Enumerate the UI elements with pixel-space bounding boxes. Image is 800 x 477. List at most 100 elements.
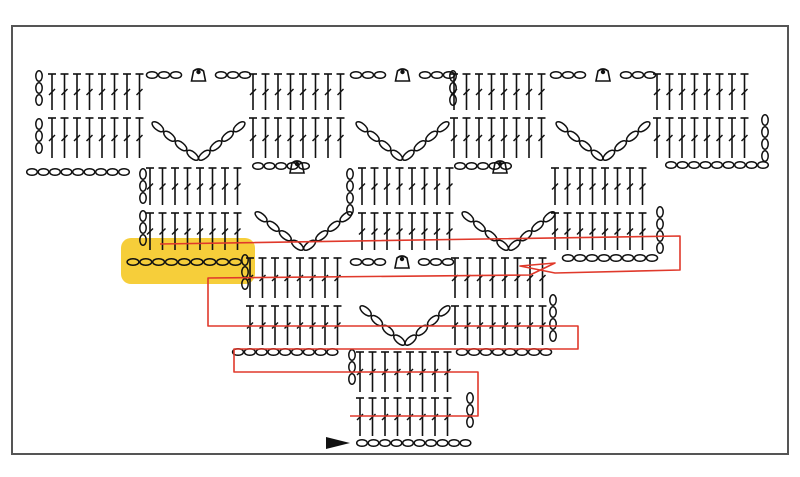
chain-stitch <box>549 70 563 80</box>
double-crochet-stitch <box>395 212 404 250</box>
double-crochet-stitch <box>408 167 416 205</box>
chain-stitch-vertical <box>139 179 147 193</box>
double-crochet-stitch <box>73 73 81 110</box>
double-crochet-stitch <box>370 212 379 250</box>
dc-slash <box>48 88 56 96</box>
dc-slash <box>123 134 131 142</box>
dc-slash <box>728 88 736 96</box>
chain-stitch-diagonal <box>355 120 369 133</box>
dc-slash <box>408 228 416 235</box>
double-crochet-stitch <box>311 117 320 158</box>
chain-stitch <box>621 253 635 263</box>
chain-stitch-diagonal <box>531 220 545 233</box>
double-crochet-stitch <box>48 73 56 110</box>
dc-slash <box>369 413 376 421</box>
dc-slash <box>358 183 366 190</box>
dc-slash <box>111 88 118 96</box>
double-crochet-stitch <box>221 167 229 205</box>
chain-stitch <box>48 167 62 177</box>
double-crochet-stitch <box>665 73 674 110</box>
dc-slash <box>551 183 559 190</box>
double-crochet-stitch <box>526 257 534 298</box>
double-crochet-stitch <box>321 257 329 298</box>
chain-stitch-vertical <box>348 372 356 386</box>
double-crochet-stitch <box>463 257 472 298</box>
chain-stitch <box>349 257 363 267</box>
dc-slash <box>136 88 143 96</box>
dc-slash <box>61 88 68 96</box>
double-crochet-stitch <box>286 73 295 110</box>
chain-stitch-diagonal <box>162 130 176 143</box>
double-crochet-stitch <box>715 73 724 110</box>
dc-slash <box>287 134 294 142</box>
chain-stitch <box>699 160 712 170</box>
chain-stitch <box>573 253 587 263</box>
chain-stitch-vertical <box>656 241 664 255</box>
double-crochet-stitch <box>393 397 402 436</box>
double-crochet-stitch <box>249 117 257 158</box>
chain-stitch <box>190 257 204 267</box>
chain-stitch-diagonal <box>151 120 165 133</box>
double-crochet-stitch <box>299 117 307 158</box>
double-crochet-stitch <box>601 212 609 250</box>
chain-stitch <box>373 257 387 267</box>
dc-slash <box>500 134 508 142</box>
double-crochet-stitch <box>665 117 674 158</box>
chain-stitch-vertical <box>449 81 457 95</box>
dc-slash <box>356 413 364 421</box>
chain-stitch-vertical <box>449 93 457 107</box>
chain-stitch <box>94 167 108 177</box>
dc-slash <box>678 88 686 96</box>
chain-stitch <box>126 257 140 267</box>
dc-slash <box>564 183 571 190</box>
double-crochet-stitch <box>286 117 295 158</box>
dc-slash <box>421 183 428 190</box>
chain-stitch-diagonal <box>186 149 200 162</box>
dc-slash <box>446 183 453 190</box>
double-crochet-stitch <box>537 117 546 158</box>
double-crochet-stitch <box>475 117 483 158</box>
double-crochet-stitch <box>324 117 332 158</box>
dc-slash <box>433 183 441 190</box>
double-crochet-stitch <box>358 167 366 205</box>
double-crochet-stitch <box>740 73 749 110</box>
double-crochet-stitch <box>690 73 699 110</box>
double-crochet-stitch <box>299 73 307 110</box>
dc-slash <box>614 228 621 235</box>
dc-slash <box>691 88 698 96</box>
dc-slash <box>475 88 483 96</box>
dc-slash <box>312 88 319 96</box>
double-crochet-stitch <box>433 167 441 205</box>
picot-outline <box>595 68 611 82</box>
chain-stitch-vertical <box>761 137 769 151</box>
dc-slash <box>234 228 241 235</box>
chain-stitch-vertical <box>346 167 354 181</box>
double-crochet-stitch <box>525 73 533 110</box>
dc-slash <box>514 274 521 282</box>
double-crochet-stitch <box>576 167 584 205</box>
double-crochet-stitch <box>638 212 647 250</box>
double-crochet-stitch <box>358 212 366 250</box>
chain-stitch-diagonal <box>315 229 329 242</box>
dc-slash <box>678 134 686 142</box>
chain-stitch-vertical <box>466 415 474 429</box>
chain-stitch-vertical <box>761 113 769 127</box>
chain-row-highlight <box>121 238 255 284</box>
chain-stitch-vertical <box>549 305 557 319</box>
chain-stitch-diagonal <box>378 139 392 152</box>
double-crochet-stitch <box>626 212 634 250</box>
chain-stitch-vertical <box>346 191 354 205</box>
chain-stitch-diagonal <box>496 239 510 252</box>
chain-stitch <box>373 70 387 80</box>
dc-slash <box>576 228 584 235</box>
double-crochet-stitch <box>626 167 634 205</box>
chain-stitch <box>203 257 217 267</box>
chain-stitch-diagonal <box>625 130 639 143</box>
chain-stitch-vertical <box>656 217 664 231</box>
double-crochet-stitch <box>512 73 521 110</box>
chain-stitch-diagonal <box>370 314 384 327</box>
chain-stitch <box>226 70 240 80</box>
chain-stitch <box>643 70 657 80</box>
chain-stitch-vertical <box>35 93 43 107</box>
